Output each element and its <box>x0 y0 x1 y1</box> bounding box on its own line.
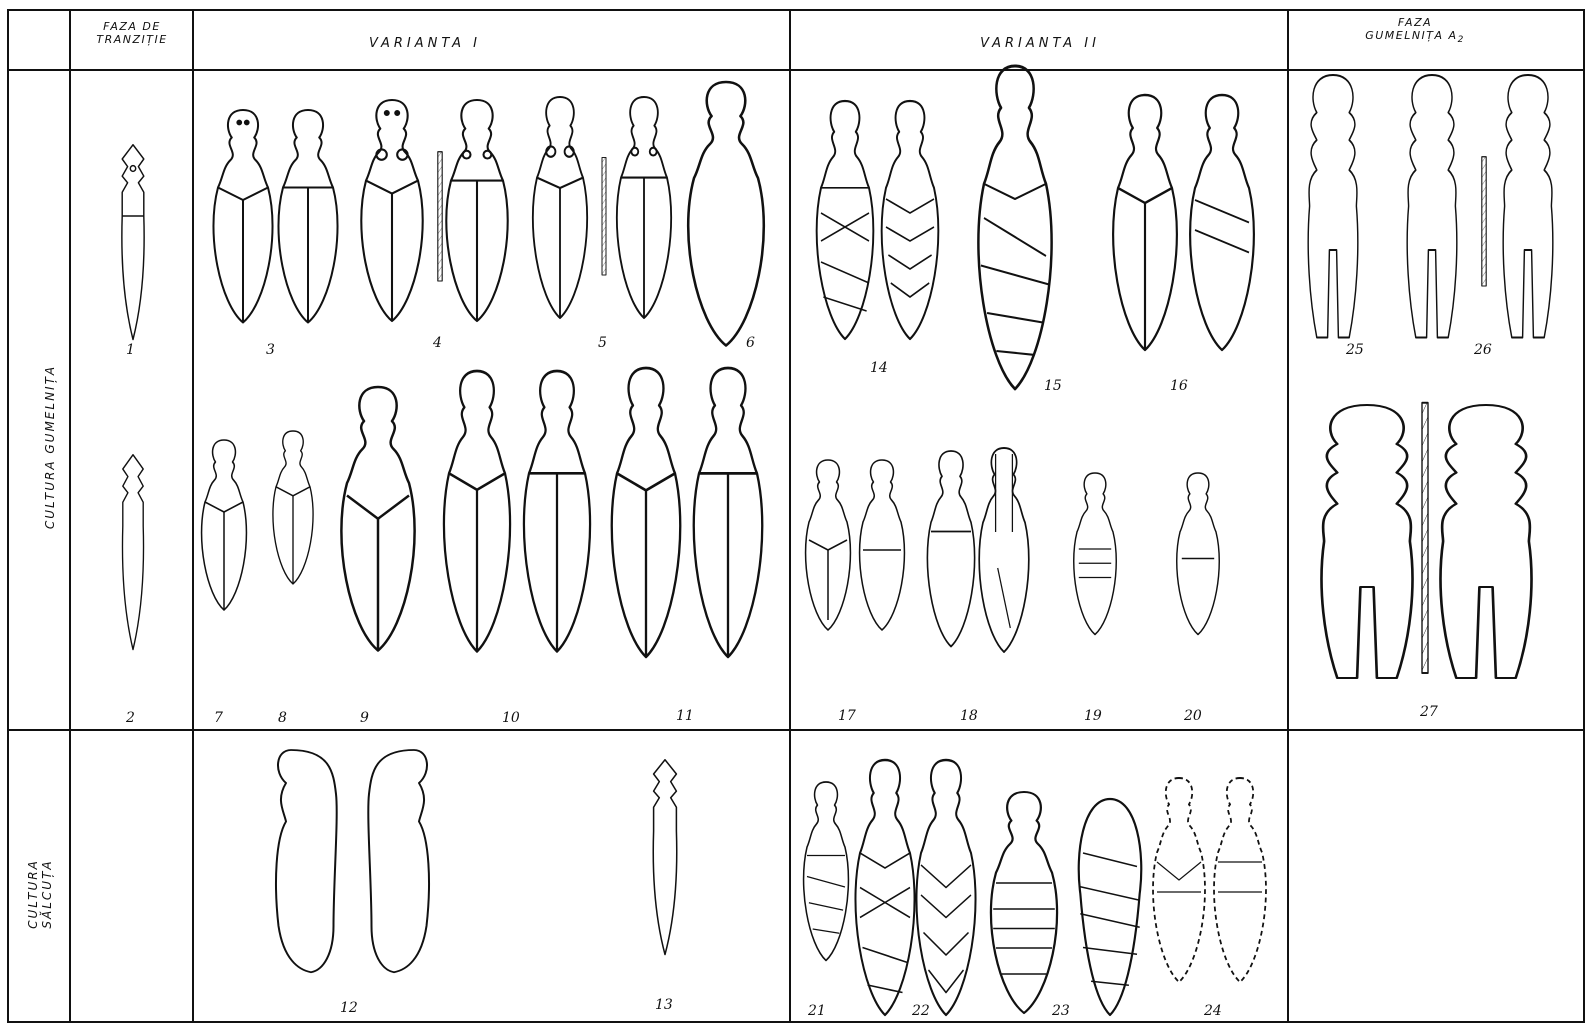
figure-number: 17 <box>838 708 856 724</box>
figure-number: 21 <box>808 1003 826 1019</box>
figure-number: 6 <box>746 335 755 351</box>
figure-number: 25 <box>1346 342 1364 358</box>
figure-number: 3 <box>266 342 275 358</box>
figure-number: 5 <box>598 335 607 351</box>
figure-number: 7 <box>214 710 223 726</box>
figure-number: 20 <box>1184 708 1202 724</box>
figure-number: 15 <box>1044 378 1062 394</box>
figure-number: 19 <box>1084 708 1102 724</box>
figure-number: 10 <box>502 710 520 726</box>
figure-number: 8 <box>278 710 287 726</box>
figure-number: 27 <box>1420 704 1438 720</box>
figure-number: 11 <box>676 708 694 724</box>
figure-number: 13 <box>655 997 673 1013</box>
figure-number: 24 <box>1204 1003 1222 1019</box>
figure-number: 1 <box>126 342 135 358</box>
figure-number: 26 <box>1474 342 1492 358</box>
figure-number: 22 <box>912 1003 930 1019</box>
figure-number: 12 <box>340 1000 358 1016</box>
figure-number: 2 <box>126 710 135 726</box>
figure-number: 9 <box>360 710 369 726</box>
figure-number: 16 <box>1170 378 1188 394</box>
figure-number: 18 <box>960 708 978 724</box>
figure-number: 23 <box>1052 1003 1070 1019</box>
figure-number: 14 <box>870 360 888 376</box>
figure-number: 4 <box>433 335 442 351</box>
